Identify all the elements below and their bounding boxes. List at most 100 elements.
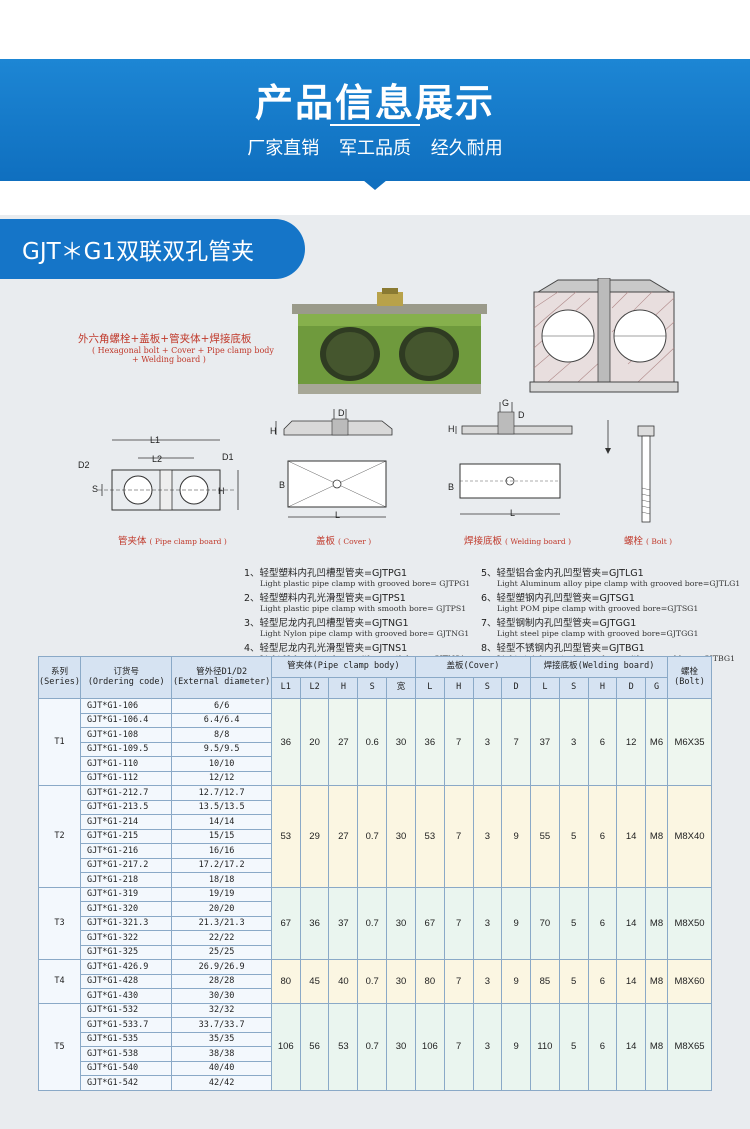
weld-dimension-cell: 85 [529,959,560,1004]
cover-dimension-cell: 3 [472,785,503,888]
weld-dimension-cell: 70 [529,886,560,960]
legend-item-en: Light steel pipe clamp with grooved bore… [497,629,699,638]
ordering-code-cell: GJT*G1-108 [79,727,173,743]
cover-dimension-cell: 3 [472,1002,503,1091]
ordering-code-cell: GJT*G1-213.5 [79,799,173,815]
weld-dimension-cell: M8 [645,959,668,1004]
assembly-label-en-1: ( Hexagonal bolt + Cover + Pipe clamp bo… [92,346,274,355]
cover-dimension-cell: 9 [501,1002,531,1091]
series-cell: T1 [38,698,81,786]
header-series-cn: 系列 [50,667,68,678]
cover-dimension-cell: 9 [501,886,531,960]
cover-drawing [275,409,393,518]
header-cover: 盖板(Cover) [414,656,531,678]
header-bolt-en: (Bolt) [674,676,705,687]
subheader-clamp-h: H [328,677,359,699]
subheader-cover-h: H [443,677,474,699]
assembly-label-en-2: + Welding board ) [132,355,206,364]
cover-dimension-cell: 7 [443,785,474,888]
series-cell: T4 [38,959,81,1004]
weld-dimension-cell: 55 [529,785,560,888]
cover-dimension-cell: 7 [443,959,474,1004]
cover-dimension-cell: 53 [414,785,445,888]
diameter-cell: 16/16 [171,843,272,859]
clamp-dimension-cell: 80 [270,959,301,1004]
cover-dimension-cell: 80 [414,959,445,1004]
diameter-cell: 6/6 [171,698,272,714]
cover-dimension-cell: 7 [443,1002,474,1091]
ordering-code-cell: GJT*G1-109.5 [79,741,173,757]
subheader-cover-s: S [472,677,503,699]
legend-item-en: Light plastic pipe clamp with smooth bor… [260,604,467,613]
ordering-code-cell: GJT*G1-540 [79,1060,173,1076]
header-external-diameter-en: (External diameter) [173,676,271,687]
ordering-code-cell: GJT*G1-218 [79,872,173,888]
clamp-dimension-cell: 37 [328,886,359,960]
subheader-cover-d: D [501,677,531,699]
header-ordering-code: 订货号(Ordering code) [79,656,173,699]
diameter-cell: 21.3/21.3 [171,915,272,931]
caption-welding-board: 焊接底板 ( Welding board ) [464,533,571,547]
header-ordering-code-cn: 订货号 [113,667,139,678]
bolt-drawing [605,420,655,523]
ordering-code-cell: GJT*G1-542 [79,1075,173,1091]
weld-dimension-cell: 6 [587,698,618,786]
caption-cover-en: ( Cover ) [338,537,372,546]
ordering-code-cell: GJT*G1-321.3 [79,915,173,931]
weld-dimension-cell: 6 [587,886,618,960]
header-series-en: (Series) [39,676,80,687]
weld-dimension-cell: 5 [558,886,589,960]
dim-s: S [92,484,99,494]
dim-cover-b: B [279,480,286,490]
welding-board-drawing [455,402,573,515]
cover-dimension-cell: 3 [472,959,503,1004]
caption-pipe-clamp-body-cn: 管夹体 [118,536,147,547]
legend-item-cn: 5、轻型铝合金内孔凹型管夹=GJTLG1 [481,568,644,579]
cover-dimension-cell: 7 [443,698,474,786]
subheader-weld-l: L [529,677,560,699]
ordering-code-cell: GJT*G1-319 [79,886,173,902]
clamp-dimension-cell: 0.7 [357,1002,388,1091]
diameter-cell: 33.7/33.7 [171,1017,272,1033]
ordering-code-cell: GJT*G1-214 [79,814,173,830]
diameter-cell: 20/20 [171,901,272,917]
cover-dimension-cell: 3 [472,886,503,960]
section-tab [0,219,305,279]
clamp-dimension-cell: 0.7 [357,785,388,888]
caption-pipe-clamp-body: 管夹体 ( Pipe clamp board ) [118,533,227,547]
subheader-weld-s: S [558,677,589,699]
legend-item-cn: 6、轻型塑钢内孔凹型管夹=GJTSG1 [481,593,635,604]
clamp-dimension-cell: 30 [386,698,416,786]
diameter-cell: 9.5/9.5 [171,741,272,757]
legend-item-cn: 7、轻型钢制内孔凹型管夹=GJTGG1 [481,618,637,629]
diameter-cell: 30/30 [171,988,272,1004]
ordering-code-cell: GJT*G1-320 [79,901,173,917]
section-title: GJT＊G1双联双孔管夹 [22,239,255,265]
ordering-code-cell: GJT*G1-538 [79,1046,173,1062]
diameter-cell: 17.2/17.2 [171,857,272,873]
diameter-cell: 14/14 [171,814,272,830]
clamp-dimension-cell: 0.7 [357,886,388,960]
legend-item-cn: 3、轻型尼龙内孔凹槽型管夹=GJTNG1 [244,618,409,629]
ordering-code-cell: GJT*G1-426.9 [79,959,173,975]
page-title: 产品信息展示 [254,81,495,125]
weld-dimension-cell: 5 [558,959,589,1004]
ordering-code-cell: GJT*G1-106 [79,698,173,714]
header-bolt-cn: 螺栓 [680,667,698,678]
diameter-cell: 18/18 [171,872,272,888]
caption-welding-board-cn: 焊接底板 [464,536,503,547]
ordering-code-cell: GJT*G1-533.7 [79,1017,173,1033]
clamp-dimension-cell: 30 [386,886,416,960]
